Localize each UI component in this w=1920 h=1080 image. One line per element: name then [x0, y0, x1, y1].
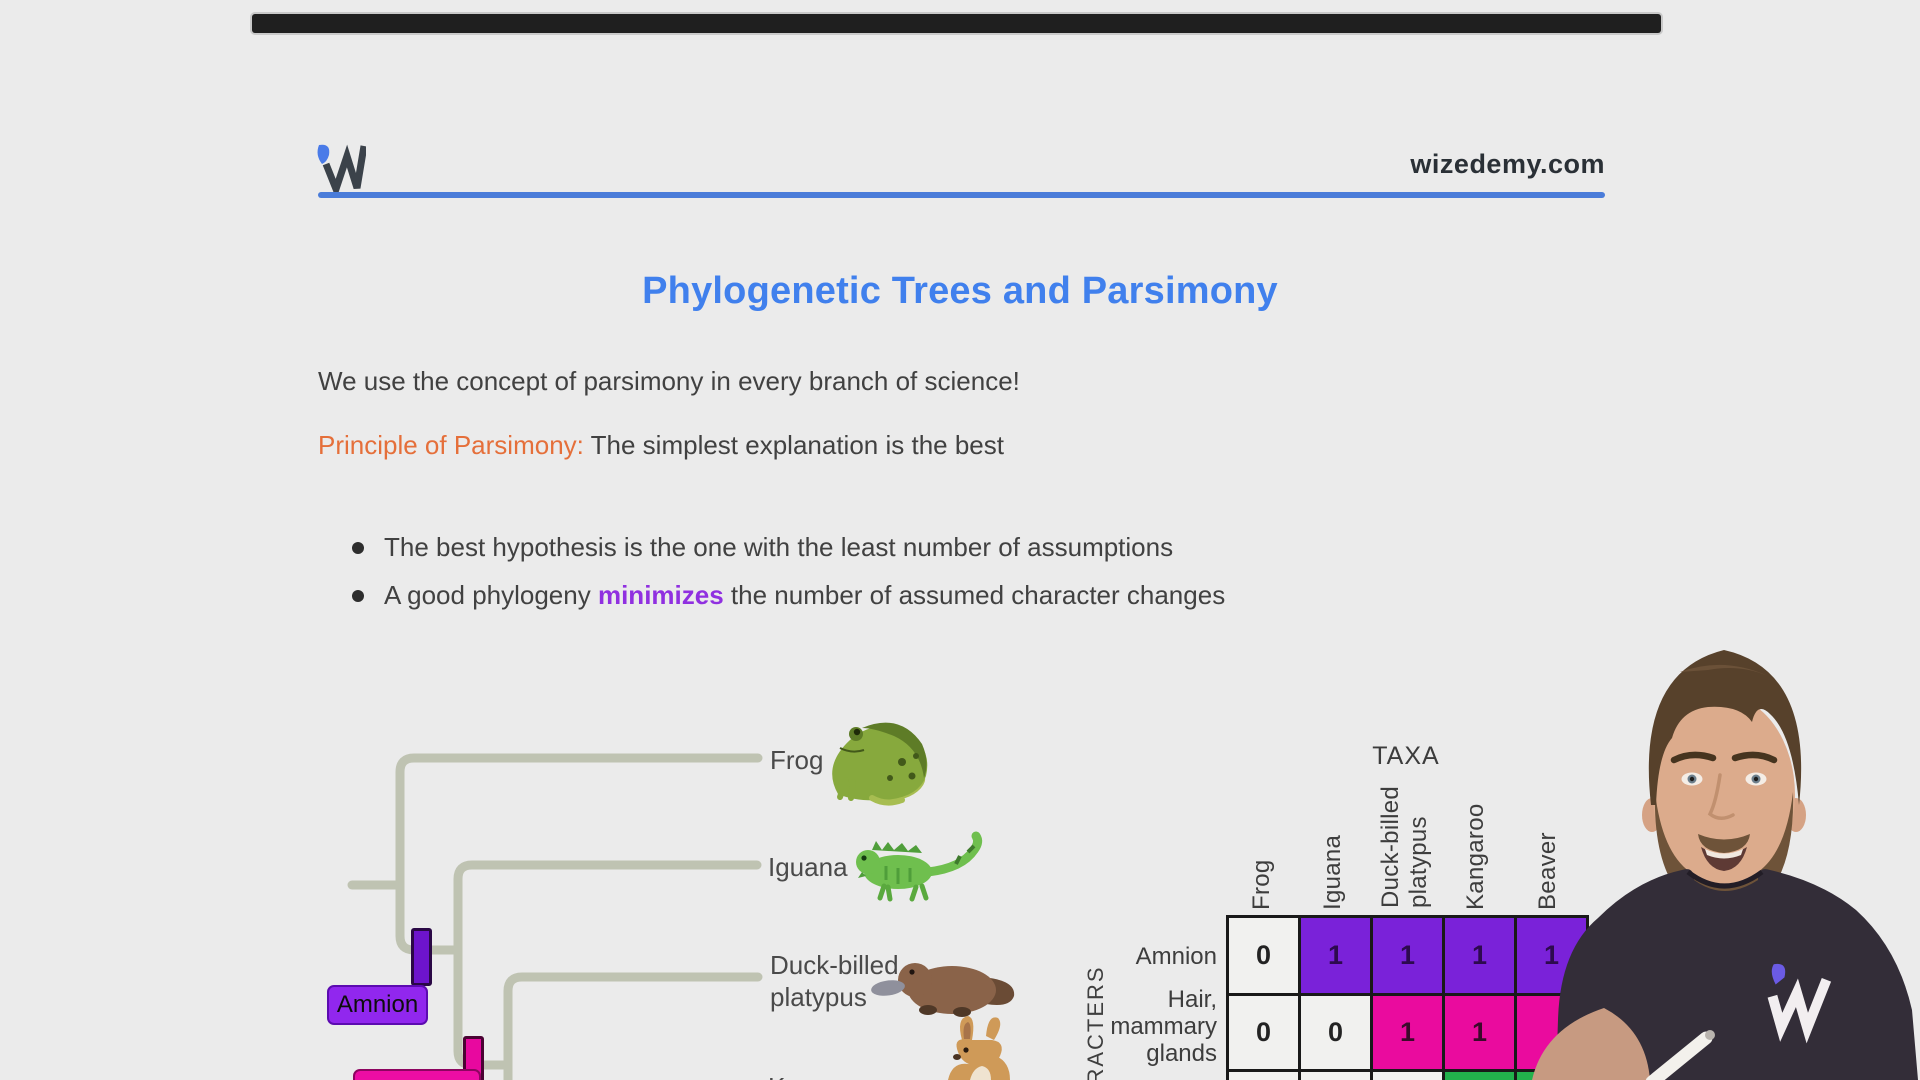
platypus-line2: platypus: [770, 982, 867, 1012]
amnion-marker-label: Amnion: [327, 985, 428, 1025]
tree-branches: [347, 753, 763, 1080]
bullet-item-2: A good phylogeny minimizes the number of…: [352, 580, 1225, 611]
kangaroo-illustration: [948, 1016, 1010, 1080]
bullet2-text: A good phylogeny minimizes the number of…: [384, 580, 1225, 611]
frog-illustration: [832, 722, 928, 806]
bullet2-pre: A good phylogeny: [384, 580, 598, 610]
column-header-platypus: Duck-billed platypus: [1377, 786, 1433, 908]
row-header-hair-line2: mammary: [1110, 1013, 1217, 1040]
amnion-change-marker: [411, 928, 432, 986]
row-header-amnion: Amnion: [1135, 943, 1217, 970]
column-header-platypus-line2: platypus: [1405, 816, 1432, 908]
row-header-hair: Hair, mammary glands: [1027, 986, 1217, 1067]
bullet2-highlight: minimizes: [597, 580, 724, 610]
iguana-illustration: [856, 831, 983, 902]
hair-marker-label-partial: [353, 1069, 481, 1080]
site-domain: wizedemy.com: [1410, 149, 1605, 179]
row-header-hair-line1: Hair,: [1167, 986, 1217, 1013]
page-title: Phylogenetic Trees and Parsimony: [642, 270, 1278, 312]
tree-leaf-iguana: Iguana: [768, 852, 848, 882]
wizedemy-logo-icon: [317, 144, 366, 192]
bullet1-text: The best hypothesis is the one with the …: [384, 532, 1174, 562]
row-header-hair-line3: glands: [1146, 1040, 1217, 1067]
presenter-figure: [1532, 650, 1918, 1080]
intro-text: We use the concept of parsimony in every…: [318, 366, 1020, 396]
table-title-taxa: TAXA: [1372, 742, 1440, 770]
matrix-cell-partial: [1445, 1072, 1514, 1080]
bullet-item-1: The best hypothesis is the one with the …: [352, 532, 1173, 563]
matrix-cell: 1: [1445, 918, 1514, 993]
column-header-frog: Frog: [1248, 859, 1275, 910]
principle-text: The simplest explanation is the best: [583, 430, 1004, 460]
column-header-iguana: Iguana: [1319, 834, 1346, 910]
bullet-dot-icon: [352, 541, 364, 554]
shirt-logo-icon: [1767, 963, 1832, 1044]
matrix-cell: 1: [1301, 918, 1370, 993]
matrix-cell-partial: [1517, 1072, 1586, 1080]
matrix-cell: 0: [1229, 918, 1298, 993]
matrix-cell-partial: [1229, 1072, 1298, 1080]
tree-leaf-platypus: Duck-billed platypus: [770, 949, 899, 1013]
matrix-cell-partial: [1301, 1072, 1370, 1080]
matrix-cell: 0: [1301, 996, 1370, 1069]
matrix-cell: 1: [1517, 918, 1586, 993]
bullet2-post: the number of assumed character changes: [723, 580, 1226, 610]
matrix-cell: 1: [1373, 996, 1442, 1069]
header-divider: [318, 192, 1605, 198]
column-header-beaver: Beaver: [1534, 832, 1561, 910]
matrix-cell: [1517, 996, 1586, 1069]
matrix-cell: 0: [1229, 996, 1298, 1069]
matrix-cell: 1: [1445, 996, 1514, 1069]
column-header-kangaroo: Kangaroo: [1462, 803, 1489, 911]
character-matrix-grid: 0 1 1 1 1 0 0 1 1: [1226, 915, 1589, 1080]
principle-line: Principle of Parsimony: The simplest exp…: [318, 430, 1004, 461]
bullet-dot-icon: [352, 589, 364, 602]
principle-label: Principle of Parsimony:: [318, 430, 584, 460]
matrix-cell-partial: [1373, 1072, 1442, 1080]
matrix-cell: 1: [1373, 918, 1442, 993]
tree-leaf-kangaroo: Kangaroo: [768, 1071, 881, 1080]
platypus-line1: Duck-billed: [770, 950, 899, 980]
top-bar: [252, 14, 1661, 33]
column-header-platypus-line1: Duck-billed: [1377, 785, 1404, 908]
tree-leaf-frog: Frog: [770, 745, 824, 775]
